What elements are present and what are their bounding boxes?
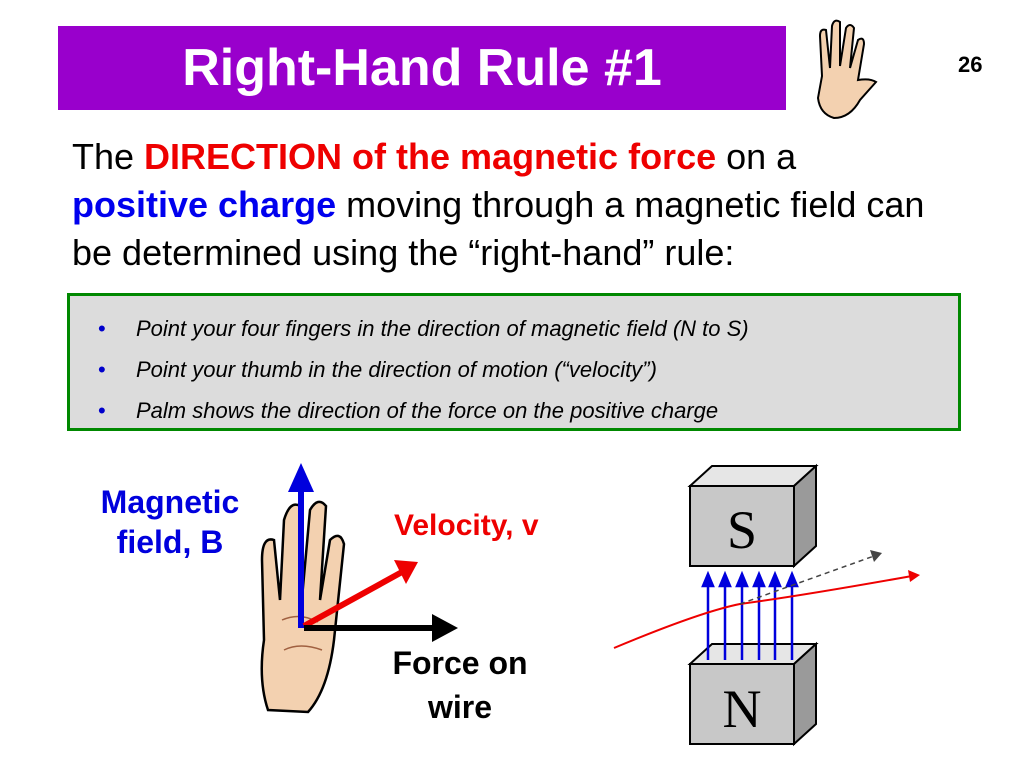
- rule-list: • Point your four fingers in the directio…: [98, 308, 749, 431]
- velocity-label: Velocity, v: [394, 509, 539, 542]
- page-number: 26: [958, 52, 983, 77]
- force-label-line1: Force on: [392, 645, 528, 681]
- force-label: Force on wire: [362, 641, 558, 729]
- intro-paragraph: The DIRECTION of the magnetic force on a…: [72, 133, 972, 277]
- magnetic-field-label-line1: Magnetic: [100, 484, 240, 520]
- bullet: •: [98, 316, 106, 341]
- magnet-n-label: N: [723, 679, 762, 739]
- force-label-line2: wire: [427, 689, 493, 725]
- title-bar: Right-Hand Rule #1: [58, 26, 786, 110]
- rule-item: • Point your four fingers in the directio…: [98, 308, 749, 349]
- slide-title: Right-Hand Rule #1: [182, 39, 662, 97]
- bullet: •: [98, 398, 106, 423]
- rule-text: Point your thumb in the direction of mot…: [136, 357, 657, 382]
- force-arrowhead: [432, 614, 458, 642]
- rule-text: Point your four fingers in the direction…: [136, 316, 749, 341]
- rule-text: Palm shows the direction of the force on…: [136, 398, 719, 423]
- undeflected-path-arrowhead: [870, 550, 882, 562]
- undeflected-path: [739, 555, 875, 605]
- intro-highlight-positive-charge: positive charge: [72, 184, 337, 225]
- magnet-s-block: [687, 463, 819, 569]
- deflected-path-arrowhead: [908, 570, 920, 582]
- rule-item: • Point your thumb in the direction of mo…: [98, 349, 749, 390]
- intro-text-2: on a: [716, 136, 797, 177]
- velocity-arrow: [302, 569, 404, 629]
- magnetic-field-label-line2: field, B: [116, 524, 224, 560]
- field-arrowhead: [288, 463, 314, 492]
- bullet: •: [98, 357, 106, 382]
- magnet-s-label: S: [727, 500, 757, 560]
- rule-box: • Point your four fingers in the directio…: [67, 293, 961, 431]
- intro-text-3: moving through a magnetic field can be d…: [72, 184, 925, 273]
- rule-item: • Palm shows the direction of the force o…: [98, 390, 749, 431]
- magnet-n-block: [687, 641, 819, 747]
- velocity-arrowhead: [394, 560, 418, 584]
- intro-text-1: The: [72, 136, 145, 177]
- intro-highlight-direction: DIRECTION of the magnetic force: [144, 136, 717, 177]
- magnetic-field-label: Magnetic field, B: [72, 482, 268, 562]
